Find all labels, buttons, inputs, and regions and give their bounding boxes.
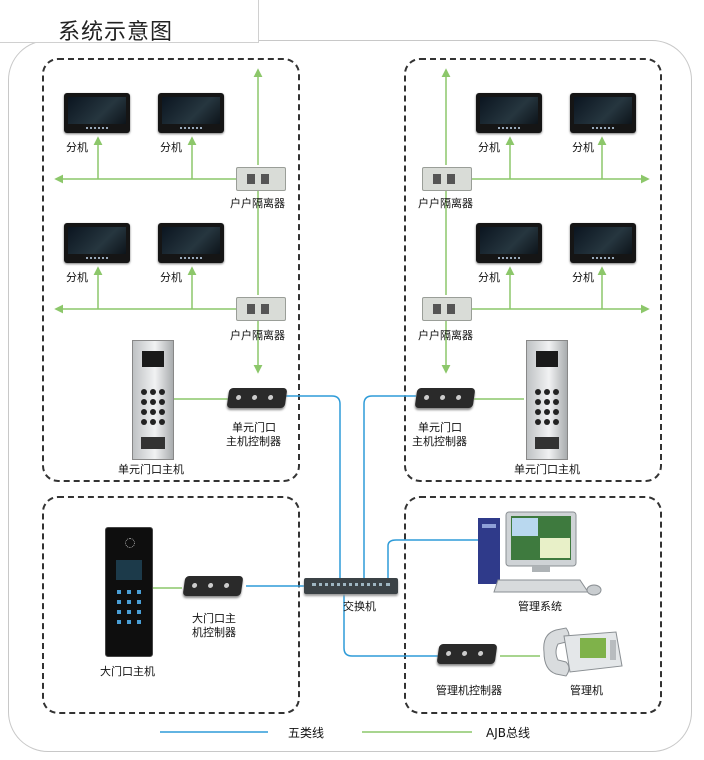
tl-isolator-label-2: 户户隔离器 [230, 329, 285, 342]
management-controller-label: 管理机控制器 [436, 684, 502, 697]
tr-controller-label-2: 主机控制器 [412, 435, 467, 448]
tr-extension-monitor-1 [476, 93, 542, 133]
cat5-lines [160, 395, 478, 733]
tr-isolator-label-2: 户户隔离器 [418, 329, 473, 342]
zone-top-right [404, 58, 662, 482]
tl-extension-monitor-2 [158, 93, 224, 133]
ajb-bus-lines [54, 68, 650, 733]
management-unit-device [543, 627, 623, 677]
zone-bottom-left [42, 496, 300, 714]
tr-extension-label-4: 分机 [572, 271, 594, 284]
gate-controller-device [182, 576, 244, 596]
gate-controller-label-1: 大门口主 [192, 612, 236, 625]
tl-extension-monitor-1 [64, 93, 130, 133]
zone-bottom-right [404, 496, 662, 714]
tr-isolator-1 [422, 167, 472, 191]
tl-controller-label-2: 主机控制器 [226, 435, 281, 448]
tr-extension-monitor-3 [476, 223, 542, 263]
network-switch [304, 578, 398, 594]
tl-controller-device [226, 388, 288, 408]
tl-extension-label-2: 分机 [160, 141, 182, 154]
legend-cat5-label: 五类线 [288, 726, 325, 740]
tr-extension-label-1: 分机 [478, 141, 500, 154]
gate-station-panel [105, 527, 153, 657]
tr-extension-label-2: 分机 [572, 141, 594, 154]
tl-isolator-label-1: 户户隔离器 [230, 197, 285, 210]
tr-door-station-panel [526, 340, 568, 460]
management-controller-device [436, 644, 498, 664]
tl-door-station-panel [132, 340, 174, 460]
tl-isolator-1 [236, 167, 286, 191]
management-system-label: 管理系统 [518, 600, 562, 613]
tl-isolator-2 [236, 297, 286, 321]
tr-extension-label-3: 分机 [478, 271, 500, 284]
management-computer [478, 511, 602, 596]
gate-station-label: 大门口主机 [100, 665, 155, 678]
tl-extension-label-3: 分机 [66, 271, 88, 284]
tl-extension-label-4: 分机 [160, 271, 182, 284]
outer-frame [8, 40, 692, 752]
tr-isolator-label-1: 户户隔离器 [418, 197, 473, 210]
tl-extension-label-1: 分机 [66, 141, 88, 154]
tl-door-station-label: 单元门口主机 [118, 463, 184, 476]
tr-isolator-2 [422, 297, 472, 321]
zone-top-left [42, 58, 300, 482]
management-unit-label: 管理机 [570, 684, 603, 697]
gate-controller-label-2: 机控制器 [192, 626, 236, 639]
tr-controller-label-1: 单元门口 [418, 421, 462, 434]
page-title: 系统示意图 [58, 20, 174, 45]
tr-controller-device [414, 388, 476, 408]
tr-extension-monitor-4 [570, 223, 636, 263]
legend-ajb-label: AJB总线 [486, 726, 530, 740]
tr-extension-monitor-2 [570, 93, 636, 133]
title-box [0, 0, 259, 43]
tl-controller-label-1: 单元门口 [232, 421, 276, 434]
tr-door-station-label: 单元门口主机 [514, 463, 580, 476]
switch-label: 交换机 [343, 600, 376, 613]
tl-extension-monitor-4 [158, 223, 224, 263]
tl-extension-monitor-3 [64, 223, 130, 263]
